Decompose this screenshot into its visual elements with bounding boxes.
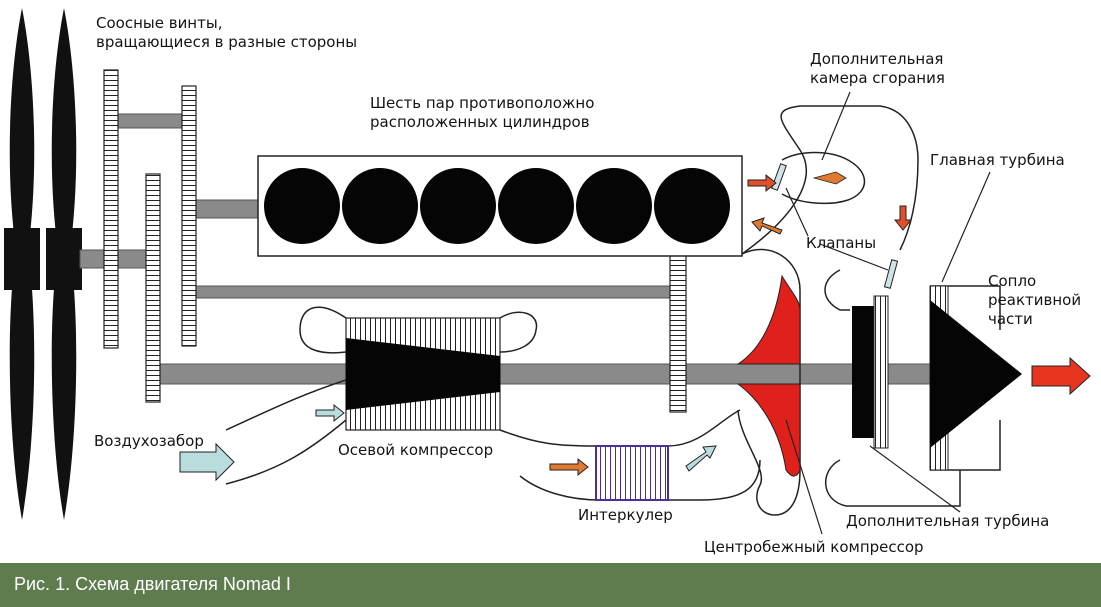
crank-output-shaft	[195, 199, 259, 219]
compressor-casing-top-right	[499, 311, 538, 353]
label-afterburner: Дополнительная камера сгорания	[810, 50, 945, 87]
intake-duct-upper	[225, 379, 347, 431]
centrifugal-housing	[737, 248, 801, 516]
compressor-casing-top	[299, 306, 347, 354]
compressor-inlet-arrow	[315, 403, 345, 423]
leader-valves-2	[819, 243, 889, 271]
leader-aux-turbine	[869, 445, 961, 513]
aux-turbine-vanes	[873, 295, 889, 449]
cylinder-block	[257, 155, 743, 257]
cylinder-2	[342, 168, 418, 244]
exhaust-arrow	[1031, 356, 1091, 396]
cylinder-5	[576, 168, 652, 244]
gear-stack-4	[669, 247, 687, 413]
label-aux-turbine: Дополнительная турбина	[846, 512, 1050, 530]
cylinder-1	[264, 168, 340, 244]
valve-upper	[771, 163, 787, 191]
leader-valves-1	[785, 187, 809, 237]
propeller-hub-rear	[46, 228, 82, 290]
main-turbine-cone	[930, 300, 1022, 448]
centrifugal-compressor	[736, 274, 801, 477]
label-air-intake: Воздухозабор	[94, 432, 204, 450]
turbine-housing-outer	[824, 269, 961, 507]
cylinder-exhaust-arrow	[747, 173, 777, 193]
valve-lower	[883, 259, 899, 289]
intercooler-core	[595, 445, 669, 501]
axial-compressor-rotor	[346, 338, 500, 410]
intercooler-to-centrifugal	[667, 409, 741, 447]
to-cylinders-arrow	[751, 217, 783, 235]
transfer-duct-up	[741, 105, 919, 255]
lower-link-shaft	[195, 285, 673, 299]
turbines	[852, 285, 1022, 471]
caption-bar: Рис. 1. Схема двигателя Nomad I	[0, 563, 1101, 607]
axial-compressor	[345, 317, 501, 431]
label-coaxial-propellers: Соосные винты, вращающиеся в разные стор…	[96, 14, 358, 51]
intake-duct-lower	[225, 419, 347, 485]
propeller-hub-front	[4, 228, 40, 290]
reduction-gears	[103, 69, 687, 413]
impeller-upper	[736, 274, 801, 365]
label-axial-compressor: Осевой компрессор	[338, 441, 494, 459]
impeller-lower	[736, 383, 801, 477]
from-intercooler-arrow	[685, 445, 717, 472]
cylinder-4	[498, 168, 574, 244]
gear-stack-1	[103, 69, 119, 349]
leader-afterburner	[821, 91, 851, 161]
nomad-engine-schematic	[4, 8, 1091, 535]
label-cylinders: Шесть пар противоположно расположенных ц…	[370, 94, 595, 131]
gear-stack-2	[145, 173, 161, 403]
main-turbo-shaft	[159, 363, 933, 385]
leader-lines	[785, 91, 991, 535]
compressor-outlet-duct	[499, 429, 597, 447]
upper-gear-shaft	[117, 113, 185, 129]
nozzle-casing	[930, 285, 1001, 471]
to-intercooler-arrow	[549, 457, 589, 477]
coaxial-propellers	[4, 8, 82, 520]
figure-caption: Рис. 1. Схема двигателя Nomad I	[14, 574, 291, 594]
cylinder-3	[420, 168, 496, 244]
cylinder-6	[654, 168, 730, 244]
downward-hot-arrow	[893, 205, 913, 231]
flow-arrows	[179, 173, 1091, 482]
label-valves: Клапаны	[806, 234, 877, 252]
label-centrifugal-compressor: Центробежный компрессор	[704, 538, 924, 556]
intake-arrow	[179, 442, 235, 482]
gear-stack-3	[181, 85, 197, 347]
leader-centrifugal	[785, 419, 823, 535]
label-nozzle: Сопло реактивной части	[988, 272, 1082, 328]
afterburner-flame	[812, 171, 847, 185]
leader-main-turbine	[941, 171, 991, 283]
aux-turbine-disk	[852, 306, 874, 438]
label-intercooler: Интеркулер	[578, 506, 673, 524]
label-main-turbine: Главная турбина	[930, 151, 1065, 169]
afterburner-can	[781, 151, 866, 205]
